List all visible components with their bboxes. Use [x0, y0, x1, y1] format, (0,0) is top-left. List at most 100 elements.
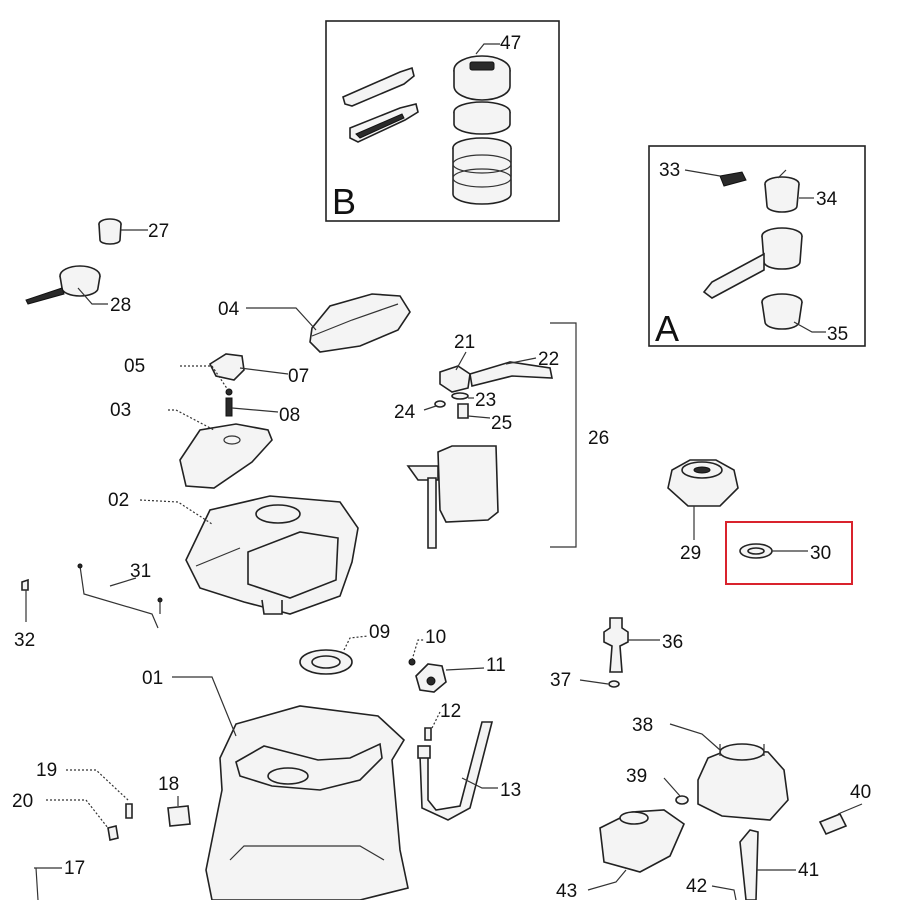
part-29-knob [667, 459, 739, 507]
leader-09 [343, 635, 369, 651]
label-12: 12 [440, 701, 461, 722]
label-08: 08 [279, 405, 300, 426]
leader-11 [445, 667, 485, 671]
part-21-valve [439, 365, 471, 393]
part-20-terminal [107, 825, 119, 841]
label-17: 17 [64, 858, 85, 879]
part-33-clip [719, 171, 747, 187]
label-10: 10 [425, 627, 446, 648]
label-01: 01 [142, 668, 163, 689]
part-28-scoop [25, 265, 101, 305]
part-17-cord [35, 867, 39, 900]
part-40-fitting [818, 812, 848, 836]
part-b-handle-bottom [349, 103, 419, 143]
part-32-clip [21, 578, 29, 591]
part-13-hose [417, 721, 494, 821]
leader-05 [180, 365, 229, 391]
label-11: 11 [486, 655, 506, 676]
label-34: 34 [816, 189, 838, 210]
label-41: 41 [798, 860, 819, 881]
leader-43 [587, 869, 627, 891]
leader-38 [669, 723, 721, 751]
label-03: 03 [110, 400, 131, 421]
part-03-cover [179, 423, 273, 489]
leader-19 [66, 769, 129, 801]
label-07: 07 [288, 366, 309, 387]
label-19: 19 [36, 760, 57, 781]
label-18: 18 [158, 774, 179, 795]
label-29: 29 [680, 543, 701, 564]
label-36: 36 [662, 632, 683, 653]
leader-21 [455, 351, 467, 371]
label-42: 42 [686, 876, 707, 897]
label-32: 32 [14, 630, 35, 651]
part-22-tube [469, 361, 553, 387]
part-18-switch [167, 805, 191, 827]
leader-01 [172, 676, 237, 737]
part-37-oring [608, 680, 620, 688]
inset-b-letter: B [332, 181, 356, 222]
leader-42 [711, 885, 737, 900]
part-47-filter-cap [453, 55, 511, 101]
part-43-heating-base [599, 809, 685, 873]
part-05-ring [225, 388, 233, 396]
inset-b: B 47 [325, 20, 560, 222]
leader-37 [579, 679, 609, 685]
leader-03 [168, 409, 215, 431]
part-b-cylinder [452, 137, 512, 205]
part-41-tube [739, 829, 759, 900]
part-34-filter-basket [764, 169, 800, 213]
part-25-fitting [457, 403, 469, 419]
bracket-26 [550, 322, 577, 548]
part-12-screw [424, 727, 432, 741]
leader-10 [411, 639, 424, 661]
label-35: 35 [827, 324, 848, 345]
leader-07 [239, 367, 289, 375]
label-25: 25 [491, 413, 512, 434]
label-47: 47 [500, 33, 521, 54]
label-39: 39 [626, 766, 647, 787]
inset-a: A 33 34 35 [648, 145, 866, 349]
part-26-tank [406, 445, 499, 549]
part-39-oring [675, 795, 689, 805]
part-27-cap [98, 218, 122, 245]
label-21: 21 [454, 332, 475, 353]
label-31: 31 [130, 561, 151, 582]
inset-a-letter: A [655, 308, 679, 349]
label-33: 33 [659, 160, 680, 181]
part-31-wire [77, 563, 163, 629]
part-30-washer [739, 543, 773, 559]
part-02-housing [185, 495, 359, 615]
leader-40 [837, 803, 863, 815]
leader-28 [77, 287, 108, 305]
leader-33 [684, 169, 721, 177]
label-38: 38 [632, 715, 653, 736]
label-26: 26 [588, 428, 609, 449]
part-01-body [205, 705, 409, 900]
label-24: 24 [394, 402, 416, 423]
label-13: 13 [500, 780, 521, 801]
leader-31 [109, 577, 137, 587]
part-07-knob [208, 353, 245, 381]
part-11-knob [415, 663, 447, 693]
inset-a-frame [648, 145, 866, 347]
part-04-lid [309, 293, 411, 353]
highlight-box [725, 521, 853, 585]
leader-47 [475, 43, 500, 55]
label-22: 22 [538, 349, 559, 370]
label-40: 40 [850, 782, 871, 803]
leader-25 [467, 415, 491, 419]
label-37: 37 [550, 670, 571, 691]
part-24-washer [434, 400, 446, 408]
leader-13 [461, 777, 498, 789]
label-20: 20 [12, 791, 33, 812]
label-04: 04 [218, 299, 240, 320]
label-09: 09 [369, 622, 390, 643]
leader-39 [663, 777, 681, 797]
leader-04 [246, 307, 317, 331]
part-23-oring [451, 392, 469, 400]
leader-12 [431, 711, 441, 729]
leader-24 [423, 405, 437, 411]
leader-20 [46, 799, 109, 829]
